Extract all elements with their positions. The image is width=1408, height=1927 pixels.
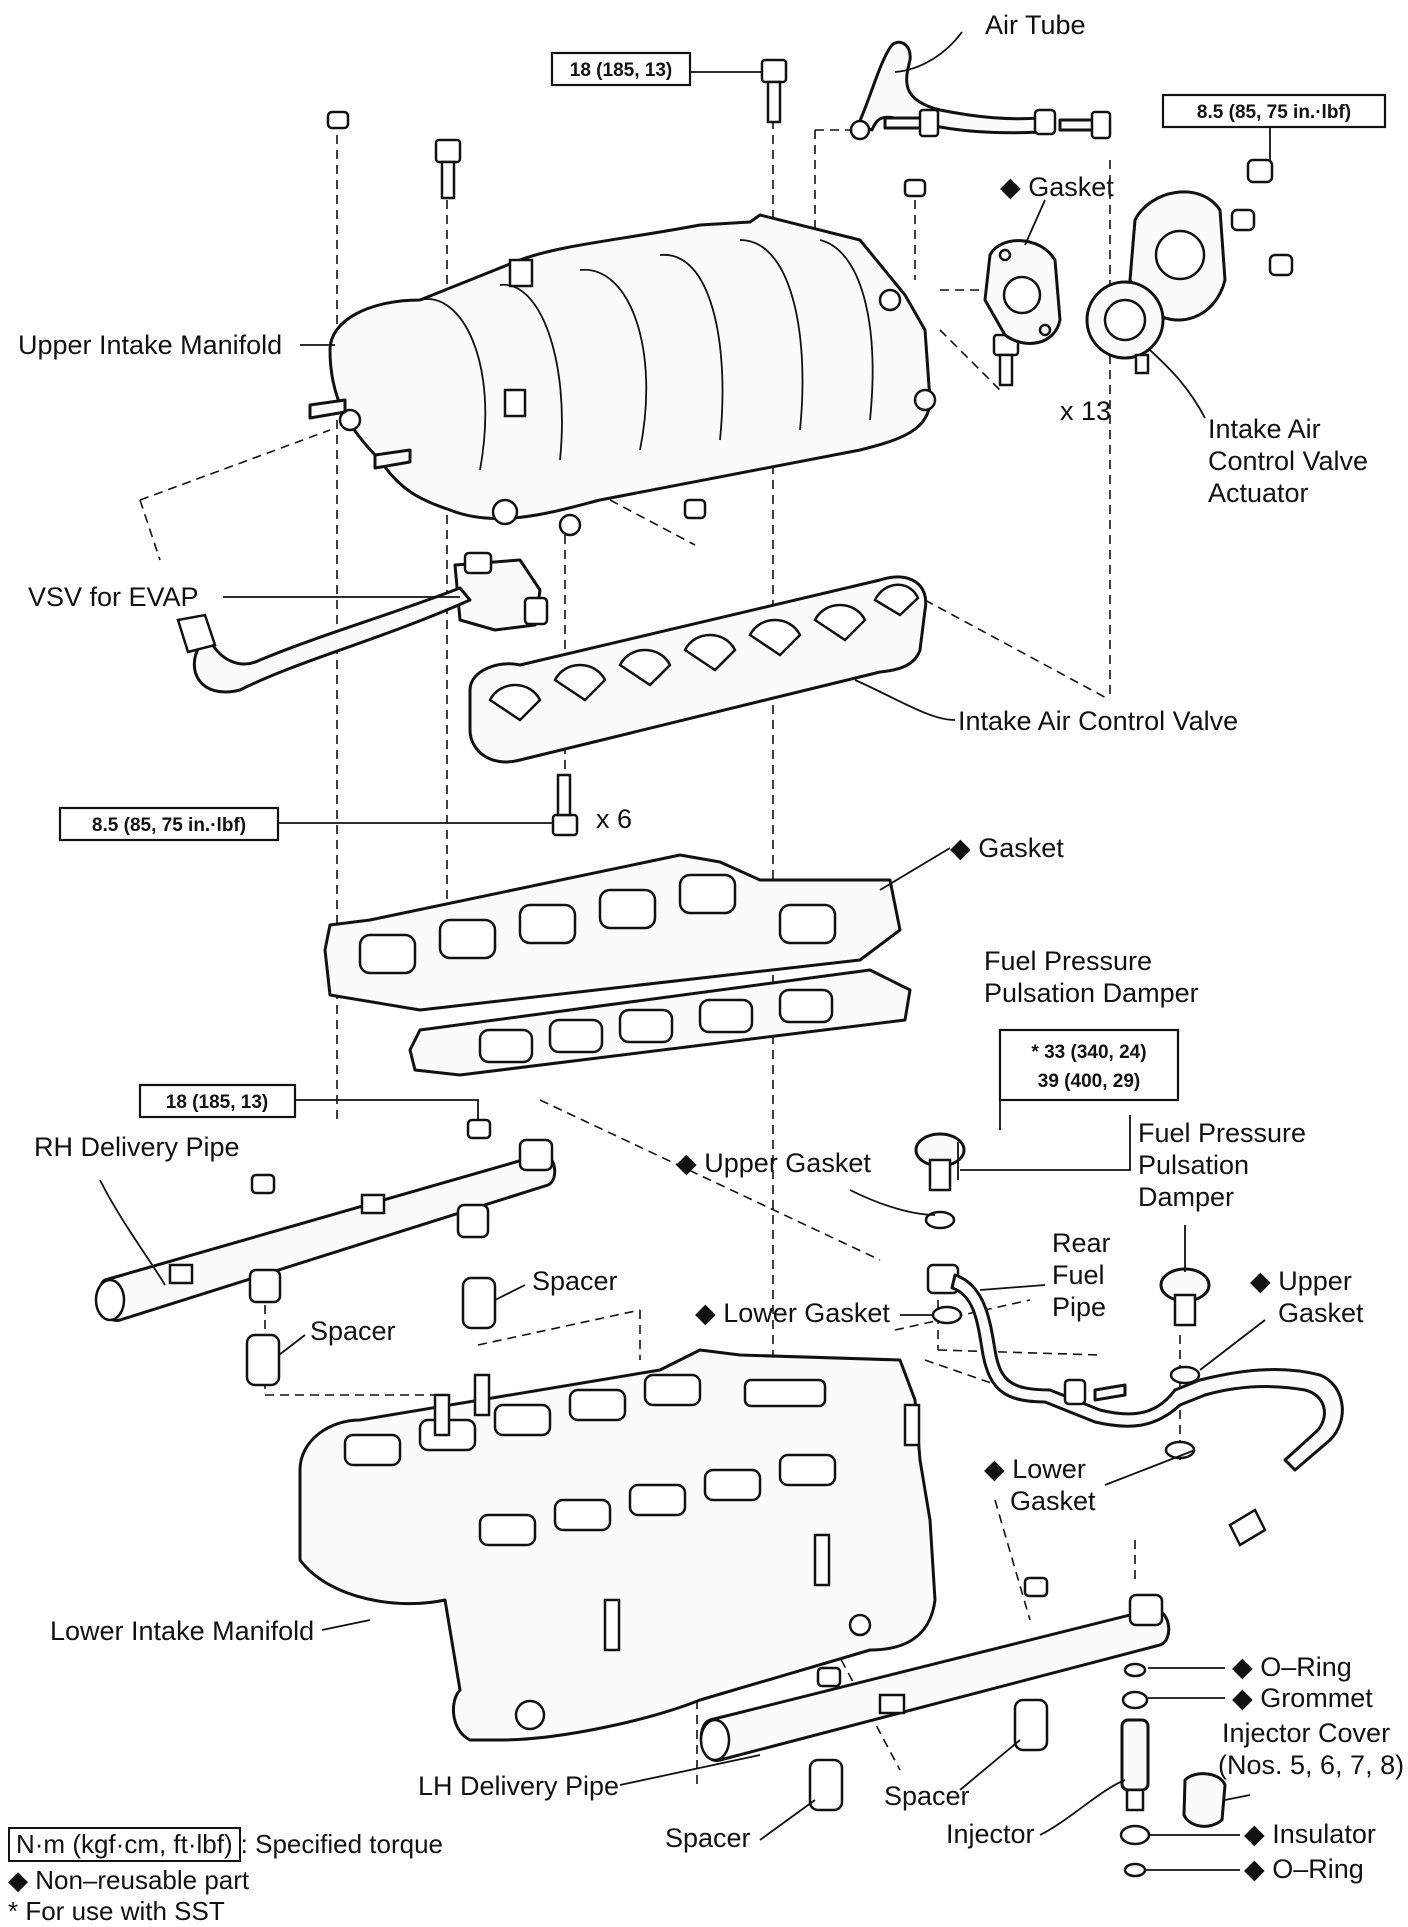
label-rh-delivery-pipe: RH Delivery Pipe [34,1132,240,1162]
gasket-upper-plate [323,853,902,1012]
gasket-ring [924,1210,1201,1460]
label-fuel-pressure-pulsation-damper: Fuel Pressure [984,946,1152,976]
bolt [883,108,1112,140]
torque-value: * 33 (340, 24) [1031,1042,1146,1063]
torque-value: 8.5 (85, 75 in.·lbf) [1197,102,1351,123]
iacv-actuator [1085,190,1227,375]
label-iacv-actuator: Actuator [1208,478,1309,508]
injector-stack [1119,1662,1151,1878]
fuel-pressure-pulsation-damper [914,1132,1211,1327]
label-rear-fuel-pipe: Rear [1052,1228,1111,1258]
gasket-actuator [983,239,1062,345]
label-gasket: ◆ Gasket [1000,172,1114,202]
label-grommet: ◆ Grommet [1232,1683,1373,1713]
torque-box-5: 18 (185, 13) [138,1083,297,1119]
legend-torque: N·m (kgf·cm, ft·lbf): Specified torque [8,1827,443,1862]
intake-air-control-valve [468,575,928,764]
rh-delivery-pipe [94,1138,557,1322]
label-iacv-actuator: Control Valve [1208,446,1368,476]
label-fuel-pressure-pulsation-damper: Pulsation [1138,1150,1249,1180]
label-spacer: Spacer [310,1316,396,1346]
label-insulator: ◆ Insulator [1244,1819,1376,1849]
label-upper-gasket: ◆ Upper Gasket [676,1148,871,1178]
label-spacer: Spacer [532,1266,618,1296]
nut [326,110,1294,520]
sst-text: * For use with SST [8,1896,225,1926]
label-injector-cover: (Nos. 5, 6, 7, 8) [1218,1750,1404,1780]
label-air-tube: Air Tube [985,10,1086,40]
torque-unit-box: N·m (kgf·cm, ft·lbf) [8,1827,241,1862]
label-spacer: Spacer [665,1823,751,1853]
torque-value: 18 (185, 13) [166,1092,268,1113]
label-intake-air-control-valve: Intake Air Control Valve [958,706,1238,736]
label-x13: x 13 [1060,396,1111,426]
vsv-for-evap [176,551,549,694]
label-rear-fuel-pipe: Pipe [1052,1292,1106,1322]
upper-intake-manifold [308,213,937,537]
torque-value: 39 (400, 29) [1038,1071,1140,1092]
label-injector: Injector [946,1819,1035,1849]
label-lower-intake-manifold: Lower Intake Manifold [50,1616,314,1646]
label-lower-gasket: Gasket [1010,1486,1096,1516]
lower-intake-manifold [298,1348,937,1742]
label-fuel-pressure-pulsation-damper: Fuel Pressure [1138,1118,1306,1148]
torque-box-2: 8.5 (85, 75 in.·lbf) [1161,93,1387,129]
label-injector-cover: Injector Cover [1222,1718,1390,1748]
lh-delivery-pipe [699,1593,1171,1762]
injector-cover [1182,1772,1227,1828]
label-upper-gasket: Gasket [1278,1298,1364,1328]
torque-box-3: 8.5 (85, 75 in.·lbf) [58,806,280,842]
label-lh-delivery-pipe: LH Delivery Pipe [418,1771,619,1801]
label-rear-fuel-pipe: Fuel [1052,1260,1105,1290]
label-upper-intake-manifold: Upper Intake Manifold [18,330,282,360]
rear-fuel-pipe [926,1263,1344,1547]
air-tube [849,40,1057,141]
leader-lines [99,31,1271,1871]
label-fuel-pressure-pulsation-damper: Damper [1138,1182,1234,1212]
legend-non-reusable: ◆ Non–reusable part [8,1865,249,1896]
spacer [245,1276,497,1387]
nut [250,1118,492,1195]
torque-box-4: * 33 (340, 24) 39 (400, 29) [998,1028,1180,1102]
torque-value: 18 (185, 13) [570,60,672,81]
spacer [808,1698,1049,1812]
label-lower-gasket: ◆ Lower [984,1454,1086,1484]
label-fuel-pressure-pulsation-damper: Pulsation Damper [984,978,1199,1008]
label-gasket: ◆ Gasket [950,833,1064,863]
torque-value: 8.5 (85, 75 in.·lbf) [92,815,246,836]
label-o-ring: ◆ O–Ring [1232,1652,1352,1682]
legend-sst: * For use with SST [8,1896,225,1927]
part-labels: Air Tube ◆ Gasket Upper Intake Manifold … [18,10,1404,1884]
label-vsv-for-evap: VSV for EVAP [28,582,199,612]
label-lower-gasket: ◆ Lower Gasket [695,1298,890,1328]
nut [816,1576,1049,1688]
torque-box-1: 18 (185, 13) [550,51,692,87]
label-iacv-actuator: Intake Air [1208,414,1321,444]
label-o-ring: ◆ O–Ring [1244,1854,1364,1884]
torque-desc: : Specified torque [240,1829,444,1859]
non-reusable-text: ◆ Non–reusable part [8,1865,250,1895]
label-upper-gasket: ◆ Upper [1250,1266,1352,1296]
gasket-lower-plate [408,968,912,1077]
label-spacer: Spacer [884,1781,970,1811]
label-x6: x 6 [596,804,632,834]
